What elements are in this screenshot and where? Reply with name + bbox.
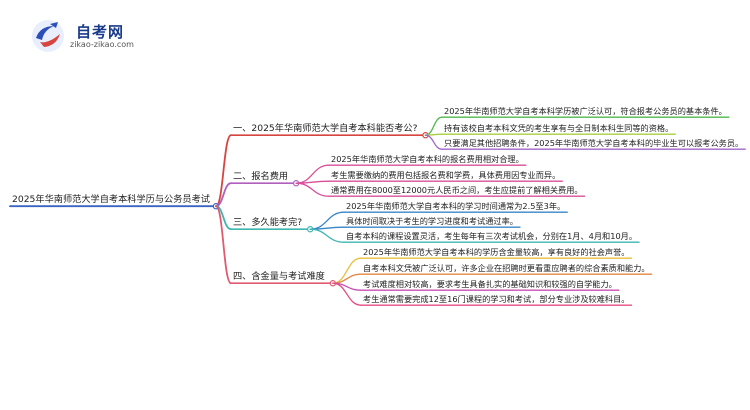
- branch-2-leaf-2-text: 考生需要缴纳的费用包括报名费和学费，具体费用因专业而异。: [331, 170, 561, 180]
- branch-3-leaf-1: 2025年华南师范大学自考本科的学习时间通常为2.5至3年。: [346, 202, 565, 210]
- branch-2-leaf-2: 考生需要缴纳的费用包括报名费和学费，具体费用因专业而异。: [331, 171, 560, 179]
- mindmap-root: 2025年华南师范大学自考本科学历与公务员考试: [12, 195, 210, 204]
- branch-1-label: 一、2025年华南师范大学自考本科能否考公?: [233, 123, 418, 134]
- branch-2: 二、报名费用: [233, 172, 288, 181]
- edge-branch-4-leaf-4: [332, 282, 362, 306]
- edge-branch-2-leaf-1: [295, 164, 330, 184]
- branch-2-leaf-3: 通常费用在8000至12000元人民币之间，考生应提前了解相关费用。: [331, 186, 583, 194]
- logo-mark-icon: [32, 20, 64, 52]
- edge-root-branch-4: [215, 205, 232, 285]
- branch-4-leaf-3-text: 考试难度相对较高，要求考生具备扎实的基础知识和较强的自学能力。: [363, 279, 617, 289]
- branch-2-leaf-1: 2025年华南师范大学自考本科的报名费用相对合理。: [331, 155, 524, 163]
- site-logo[interactable]: 自考网 zikao-zikao.com: [30, 18, 160, 58]
- branch-3-leaf-3-text: 自考本科的课程设置灵活，考生每年有三次考试机会，分别在1月、4月和10月。: [346, 231, 638, 241]
- edge-branch-3-leaf-3: [309, 228, 345, 243]
- branch-2-leaf-1-text: 2025年华南师范大学自考本科的报名费用相对合理。: [331, 154, 524, 164]
- edge-branch-2-leaf-3: [295, 182, 330, 197]
- branch-3-leaf-2: 具体时间取决于考生的学习进度和考试通过率。: [346, 217, 518, 225]
- branch-1-leaf-3-text: 只要满足其他招聘条件，2025年华南师范大学自考本科的毕业生可以报考公务员。: [444, 138, 744, 148]
- branch-4-leaf-1: 2025年华南师范大学自考本科的学历含金量较高，享有良好的社会声誉。: [363, 248, 629, 256]
- branch-4-leaf-3: 考试难度相对较高，要求考生具备扎实的基础知识和较强的自学能力。: [363, 280, 617, 288]
- branch-2-label: 二、报名费用: [233, 171, 289, 182]
- branch-3-label: 三、多久能考完?: [233, 217, 303, 228]
- branch-2-leaf-3-text: 通常费用在8000至12000元人民币之间，考生应提前了解相关费用。: [331, 185, 583, 195]
- branch-3-leaf-3: 自考本科的课程设置灵活，考生每年有三次考试机会，分别在1月、4月和10月。: [346, 232, 637, 240]
- branch-3-leaf-1-text: 2025年华南师范大学自考本科的学习时间通常为2.5至3年。: [346, 201, 566, 211]
- branch-3: 三、多久能考完?: [233, 218, 302, 227]
- branch-1-leaf-2: 持有该校自考本科文凭的考生享有与全日制本科生同等的资格。: [444, 124, 673, 132]
- branch-1-leaf-1: 2025年华南师范大学自考本科学历被广泛认可，符合报考公务员的基本条件。: [444, 107, 727, 115]
- branch-4: 四、含金量与考试难度: [233, 272, 325, 281]
- branch-1-leaf-3: 只要满足其他招聘条件，2025年华南师范大学自考本科的毕业生可以报考公务员。: [444, 139, 743, 147]
- branch-4-leaf-2: 自考本科文凭被广泛认可，许多企业在招聘时更看重应聘者的综合素质和能力。: [363, 264, 650, 272]
- edge-branch-1-leaf-1: [424, 116, 443, 136]
- root-label: 2025年华南师范大学自考本科学历与公务员考试: [12, 194, 210, 205]
- branch-1: 一、2025年华南师范大学自考本科能否考公?: [233, 124, 417, 133]
- branch-4-leaf-1-text: 2025年华南师范大学自考本科的学历含金量较高，享有良好的社会声誉。: [363, 247, 630, 257]
- branch-4-leaf-4-text: 考生通常需要完成12至16门课程的学习和考试，部分专业涉及较难科目。: [363, 294, 630, 304]
- branch-4-label: 四、含金量与考试难度: [233, 271, 325, 282]
- branch-4-leaf-2-text: 自考本科文凭被广泛认可，许多企业在招聘时更看重应聘者的综合素质和能力。: [363, 263, 650, 273]
- site-title: 自考网: [76, 23, 125, 41]
- branch-1-leaf-1-text: 2025年华南师范大学自考本科学历被广泛认可，符合报考公务员的基本条件。: [444, 106, 727, 116]
- branch-4-leaf-4: 考生通常需要完成12至16门课程的学习和考试，部分专业涉及较难科目。: [363, 295, 629, 303]
- branch-3-leaf-2-text: 具体时间取决于考生的学习进度和考试通过率。: [346, 216, 518, 226]
- branch-1-leaf-2-text: 持有该校自考本科文凭的考生享有与全日制本科生同等的资格。: [444, 123, 674, 133]
- edge-root-branch-2: [215, 182, 232, 208]
- edge-branch-1-leaf-3: [424, 134, 443, 150]
- site-url: zikao-zikao.com: [70, 40, 134, 49]
